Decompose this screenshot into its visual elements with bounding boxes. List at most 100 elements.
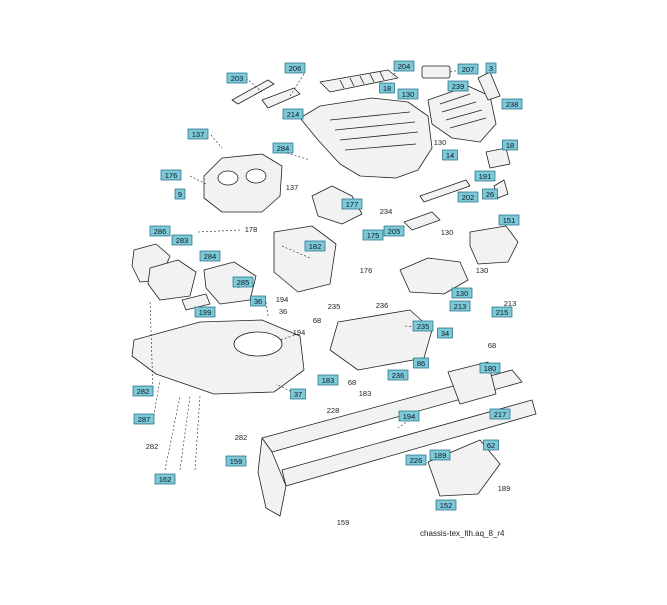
callout-box [199,250,221,262]
nose-bracket [477,71,501,101]
callout-boxed: 286 [149,225,171,237]
callout-box [226,72,248,84]
callout-boxed: 137 [187,128,209,140]
callout-box [451,287,473,299]
callout-boxed: 285 [232,276,254,288]
callout-boxed: 176 [160,169,182,181]
callout-boxed: 284 [272,142,294,154]
callout-label: 62 [487,441,495,450]
seat-plate [181,293,211,311]
callout-boxed: 175 [362,229,384,241]
callout-boxed: 287 [133,413,155,425]
callout-label: 9 [178,190,182,199]
callout-plain-label: 137 [286,183,299,192]
callout-label: 203 [231,74,244,83]
frame-front-crossmember [257,437,287,517]
callout-boxed: 34 [437,327,453,339]
callout-label: 18 [506,141,514,150]
callout-boxed: 182 [304,240,326,252]
callout-boxed: 152 [435,499,457,511]
hood-grille-lines [329,111,419,151]
callout-box [250,295,266,307]
callout-boxed: 235 [412,320,434,332]
callout-box [160,169,182,181]
callout-box [304,240,326,252]
callout-label: 34 [441,329,449,338]
callout-box [429,449,451,461]
callout-label: 213 [454,302,467,311]
callout-boxed: 206 [284,62,306,74]
callout-box [437,327,453,339]
callout-label: 159 [230,457,243,466]
leader-line [164,395,181,471]
callout-boxed: 151 [498,214,520,226]
callout-box [398,410,420,422]
callout-box [498,214,520,226]
callout-plain-label: 236 [376,301,389,310]
callout-label: 176 [165,171,178,180]
callout-boxed: 205 [383,225,405,237]
callout-plain-label: 178 [245,225,258,234]
callout-box [387,369,409,381]
callout-boxed: 283 [171,234,193,246]
right-bracket [469,225,519,265]
hood-vent-ribs [339,71,385,89]
linkage-bracket [311,185,363,225]
callout-plain-label: 130 [476,266,489,275]
callout-label: 86 [417,359,425,368]
callout-box [393,60,415,72]
callout-label: 36 [254,297,262,306]
leader-line [179,395,191,471]
bumper-plate [485,147,511,169]
callout-plain-label: 176 [360,266,373,275]
callout-label: 282 [137,387,150,396]
callout-box [383,225,405,237]
callout-box [405,454,427,466]
callout-label: 137 [192,130,205,139]
callout-label: 183 [322,376,335,385]
callout-label: 235 [417,322,430,331]
callout-boxed: 202 [457,191,479,203]
callout-box [362,229,384,241]
callout-plain-label: 228 [327,406,340,415]
callout-box [132,385,154,397]
callout-plain-label: 159 [337,518,350,527]
callout-label: 14 [446,151,454,160]
callout-label: 206 [289,64,302,73]
leader-line [279,333,299,341]
leader-line [281,245,311,259]
callout-label: 175 [367,231,380,240]
callout-label: 207 [462,65,475,74]
callout-box [447,80,469,92]
diagram-caption: chassis-tex_lth.aq_8_r4 [420,529,505,538]
deck-seat-opening [233,331,283,357]
callout-box [502,139,518,151]
tube-support [403,211,441,231]
callout-box [290,388,306,400]
callout-boxed: 239 [447,80,469,92]
callout-box [174,188,186,200]
callout-boxed: 183 [317,374,339,386]
callout-box [442,149,458,161]
callout-plain-label: 68 [348,378,356,387]
callout-plain-label: 194 [276,295,289,304]
callout-label: 285 [237,278,250,287]
leader-line [189,175,207,185]
leader-line [194,395,201,471]
callout-label: 177 [346,200,359,209]
callout-plain-label: 68 [313,316,321,325]
callout-label: 202 [462,193,475,202]
callout-label: 205 [388,227,401,236]
callout-box [449,300,471,312]
callout-boxed: 194 [398,410,420,422]
callout-boxed: 162 [154,473,176,485]
callout-boxed: 204 [393,60,415,72]
leader-line [210,134,223,149]
light-bracket [261,87,301,109]
callout-label: 18 [383,84,391,93]
front-grille-slats [439,93,487,129]
callout-boxed: 180 [479,362,501,374]
callout-boxed: 226 [405,454,427,466]
